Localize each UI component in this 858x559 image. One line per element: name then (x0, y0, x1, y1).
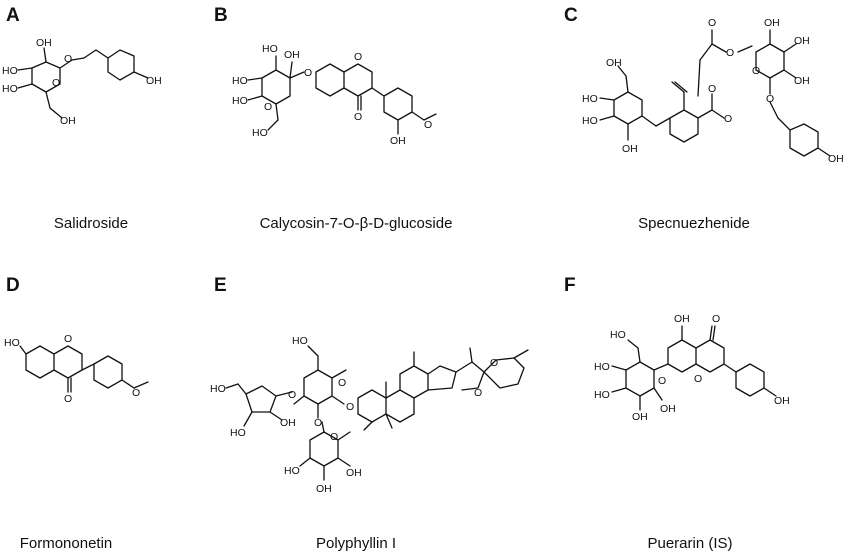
atom-label: OH (794, 75, 810, 87)
atom-label: HO (252, 127, 268, 139)
atom-label: O (64, 53, 72, 65)
atom-label: OH (346, 467, 362, 479)
atom-label: O (330, 431, 338, 443)
compound-name-e: Polyphyllin I (315, 535, 397, 552)
atom-label: O (708, 83, 716, 95)
atom-label: OH (774, 395, 790, 407)
atom-label: O (694, 373, 702, 385)
atom-label: O (288, 389, 296, 401)
compound-name-c: Specnuezhenide (638, 215, 750, 232)
atom-label: O (726, 47, 734, 59)
atom-label: OH (284, 49, 300, 61)
atom-label: HO (4, 337, 20, 349)
panel-label-e: E (214, 275, 227, 296)
atom-label: OH (606, 57, 622, 69)
atom-label: O (264, 101, 272, 113)
atom-label: O (52, 77, 60, 89)
atom-label: OH (60, 115, 76, 127)
atom-label: OH (660, 403, 676, 415)
atom-label: HO (232, 75, 248, 87)
atom-label: O (708, 17, 716, 29)
atom-label: O (424, 119, 432, 131)
atom-label: HO (232, 95, 248, 107)
atom-label: HO (594, 389, 610, 401)
compound-name-a: Salidroside (53, 215, 129, 232)
atom-label: HO (2, 65, 18, 77)
atom-label: O (338, 377, 346, 389)
panel-label-a: A (6, 5, 20, 26)
atom-label: O (724, 113, 732, 125)
atom-label: HO (210, 383, 226, 395)
atom-label: HO (292, 335, 308, 347)
atom-label: O (474, 387, 482, 399)
compound-name-f: Puerarin (IS) (647, 535, 733, 552)
atom-label: OH (316, 483, 332, 495)
atom-label: O (490, 357, 498, 369)
atom-label: O (712, 313, 720, 325)
compound-name-d: Formononetin (19, 535, 113, 552)
atom-label: O (64, 393, 72, 405)
atom-label: O (304, 67, 312, 79)
panel-label-d: D (6, 275, 20, 296)
atom-label: OH (280, 417, 296, 429)
atom-label: HO (594, 361, 610, 373)
atom-label: OH (794, 35, 810, 47)
atom-label: OH (828, 153, 844, 165)
atom-label: HO (284, 465, 300, 477)
atom-label: O (752, 65, 760, 77)
atom-label: OH (632, 411, 648, 423)
atom-label: HO (2, 83, 18, 95)
atom-label: O (64, 333, 72, 345)
atom-label: O (346, 401, 354, 413)
atom-label: OH (390, 135, 406, 147)
atom-label: OH (674, 313, 690, 325)
atom-label: HO (582, 115, 598, 127)
atom-label: O (658, 375, 666, 387)
atom-label: HO (230, 427, 246, 439)
atom-label: OH (622, 143, 638, 155)
atom-label: OH (764, 17, 780, 29)
panel-label-b: B (214, 5, 228, 26)
atom-label: O (314, 417, 322, 429)
atom-label: HO (262, 43, 278, 55)
atom-label: O (354, 51, 362, 63)
atom-label: OH (36, 37, 52, 49)
atom-label: O (354, 111, 362, 123)
compound-name-b: Calycosin-7-O-β-D-glucoside (259, 215, 453, 232)
atom-label: HO (582, 93, 598, 105)
atom-label: HO (610, 329, 626, 341)
panel-label-f: F (564, 275, 576, 296)
panel-label-c: C (564, 5, 578, 26)
atom-label: O (132, 387, 140, 399)
atom-label: O (766, 93, 774, 105)
atom-label: OH (146, 75, 162, 87)
